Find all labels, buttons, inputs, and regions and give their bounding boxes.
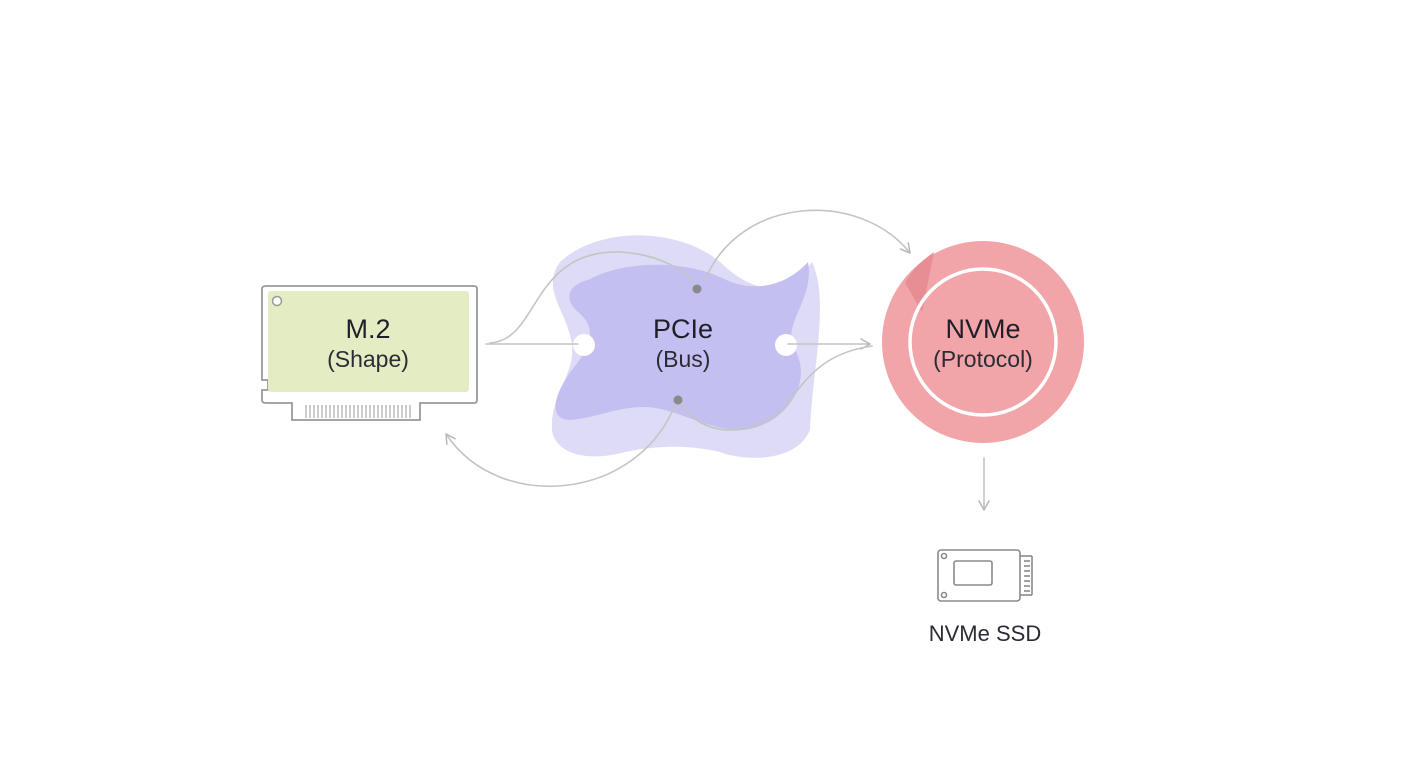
nvme-inner-ring: [908, 267, 1058, 417]
pcie-title: PCIe: [653, 314, 713, 344]
m2-subtitle: (Shape): [327, 346, 409, 372]
ssd-icon: [937, 549, 1033, 602]
m2-mount-hole: [271, 295, 283, 307]
pcie-notch-left: [573, 334, 595, 356]
connector-dot-top: [692, 284, 702, 294]
m2-node: M.2 (Shape): [261, 285, 478, 421]
connector-m2-pcie-curve: [489, 251, 698, 344]
pcie-notch-right: [775, 334, 797, 356]
pcie-blob-front: [555, 262, 809, 430]
m2-card-face: [268, 291, 469, 392]
ssd-node: NVMe SSD: [929, 549, 1041, 646]
pcie-subtitle: (Bus): [656, 346, 711, 372]
connectors: [445, 209, 990, 511]
nvme-title: NVMe: [945, 314, 1020, 344]
connector-pcie-nvme-top: [704, 209, 911, 281]
ssd-label: NVMe SSD: [929, 621, 1041, 646]
m2-connector-pins: [305, 405, 411, 418]
nvme-subtitle: (Protocol): [933, 346, 1033, 372]
connector-pcie-inner: [677, 345, 873, 431]
connector-pcie-m2-bottom: [445, 401, 677, 488]
connector-dot-bottom: [673, 395, 683, 405]
nvme-node: NVMe (Protocol): [882, 241, 1084, 443]
nvme-highlight: [905, 252, 934, 312]
pcie-node: [551, 235, 820, 458]
m2-title: M.2: [345, 314, 390, 344]
